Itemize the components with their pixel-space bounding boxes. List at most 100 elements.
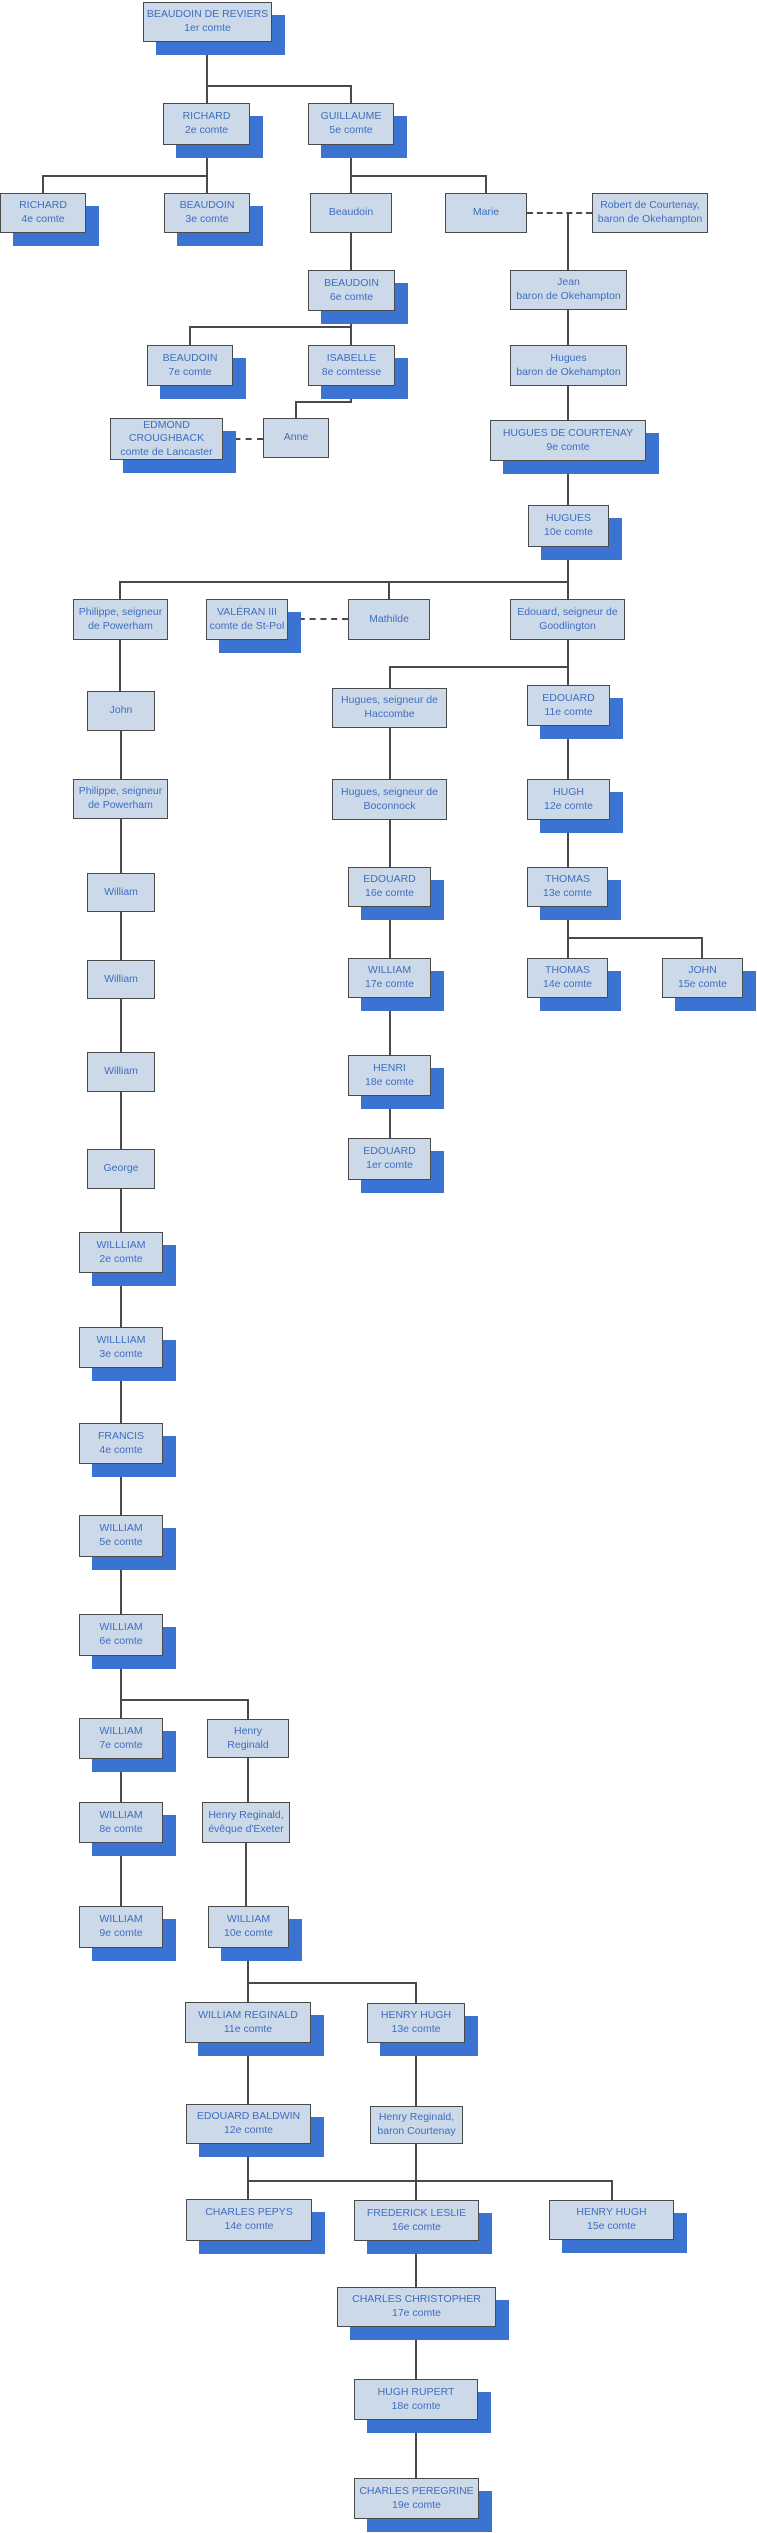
- node-label: WILLLIAM: [96, 1238, 146, 1251]
- node-label: HUGUES DE COURTENAY: [502, 426, 634, 439]
- connector-line: [415, 2143, 417, 2201]
- tree-node-henry-reginald-eveque: Henry Reginald,évêque d'Exeter: [202, 1802, 290, 1843]
- node-label: 8e comtesse: [321, 365, 382, 378]
- connector-line: [350, 232, 352, 271]
- node-label: Goodlington: [539, 619, 596, 632]
- node-label: baron de Okehampton: [516, 365, 621, 378]
- node-label: JOHN: [688, 964, 717, 977]
- node-label: 4e comte: [21, 213, 65, 225]
- connector-line: [120, 730, 122, 780]
- connector-line: [207, 85, 351, 87]
- node-label: THOMAS: [545, 873, 590, 886]
- node-label: 15e comte: [677, 978, 728, 990]
- connector-line: [120, 1091, 122, 1150]
- node-label: 13e comte: [391, 2023, 441, 2035]
- connector-line: [248, 2180, 612, 2182]
- node-label: WILLIAM: [99, 1808, 143, 1821]
- connector-line: [567, 906, 569, 959]
- node-label: 14e comte: [542, 978, 593, 990]
- node-label: Jean: [557, 276, 580, 289]
- connector-line: [247, 1699, 249, 1720]
- node-label: évêque d'Exeter: [208, 1822, 284, 1835]
- node-label: BEAUDOIN: [162, 351, 218, 364]
- connector-line: [206, 41, 208, 104]
- node-label: BEAUDOIN: [324, 276, 379, 289]
- node-label: GUILLAUME: [320, 110, 382, 123]
- node-label: Boconnock: [363, 799, 416, 812]
- connector-line: [567, 309, 569, 346]
- node-label: Philippe, seigneur: [78, 785, 163, 798]
- connector-line: [389, 997, 391, 1056]
- node-label: Reginald: [227, 1738, 269, 1751]
- connector-line: [120, 998, 122, 1053]
- node-label: baron de Okehampton: [597, 213, 703, 225]
- node-label: EDOUARD: [363, 873, 416, 886]
- node-label: 9e comte: [546, 440, 590, 453]
- node-label: George: [103, 1162, 139, 1175]
- connector-line: [245, 1842, 247, 1907]
- node-label: HENRY HUGH: [380, 2009, 452, 2022]
- node-label: 9e comte: [99, 1927, 143, 1939]
- connector-line: [120, 1367, 122, 1424]
- connector-line: [120, 1188, 122, 1233]
- connector-line: [389, 727, 391, 780]
- node-label: EDOUARD BALDWIN: [196, 2110, 301, 2123]
- node-label: VALÉRAN III: [217, 605, 277, 618]
- marriage-connector-line: [223, 438, 263, 440]
- connector-line: [390, 666, 568, 668]
- connector-line: [350, 144, 352, 194]
- node-label: 1er comte: [366, 1159, 413, 1171]
- connector-line: [120, 1463, 122, 1516]
- connector-line: [350, 385, 352, 403]
- node-label: 11e comte: [223, 2022, 273, 2035]
- node-label: 17e comte: [391, 2307, 442, 2319]
- node-label: WILLIAM: [99, 1522, 143, 1535]
- connector-line: [389, 666, 391, 689]
- node-label: John: [109, 704, 133, 717]
- connector-line: [611, 2180, 613, 2201]
- node-label: Anne: [283, 431, 309, 444]
- connector-line: [42, 175, 44, 194]
- node-label: 14e comte: [224, 2220, 274, 2232]
- connector-line: [120, 818, 122, 874]
- node-label: 2e comte: [99, 1252, 143, 1265]
- node-label: William: [104, 1065, 138, 1078]
- connector-line: [247, 1947, 249, 2003]
- node-label: 1er comte: [184, 22, 231, 34]
- node-label: ISABELLE: [326, 351, 377, 364]
- connector-line: [120, 1556, 122, 1615]
- connector-line: [247, 2143, 249, 2200]
- connector-line: [120, 911, 122, 961]
- connector-line: [119, 581, 121, 600]
- tree-node-mathilde: Mathilde: [348, 599, 430, 640]
- node-label: 19e comte: [391, 2498, 442, 2511]
- connector-line: [190, 326, 351, 328]
- node-label: de Powerham: [88, 619, 153, 632]
- node-label: Henry: [233, 1724, 262, 1737]
- node-label: 8e comte: [99, 1822, 143, 1835]
- tree-node-marie: Marie: [445, 193, 527, 233]
- node-label: Philippe, seigneur: [78, 605, 163, 618]
- node-label: 4e comte: [99, 1443, 143, 1456]
- node-label: Haccombe: [364, 708, 415, 720]
- marriage-connector-line: [288, 618, 348, 620]
- tree-node-beaudoin: Beaudoin: [310, 193, 392, 233]
- node-label: Henry Reginald,: [378, 2111, 455, 2124]
- node-label: HUGH RUPERT: [377, 2385, 455, 2398]
